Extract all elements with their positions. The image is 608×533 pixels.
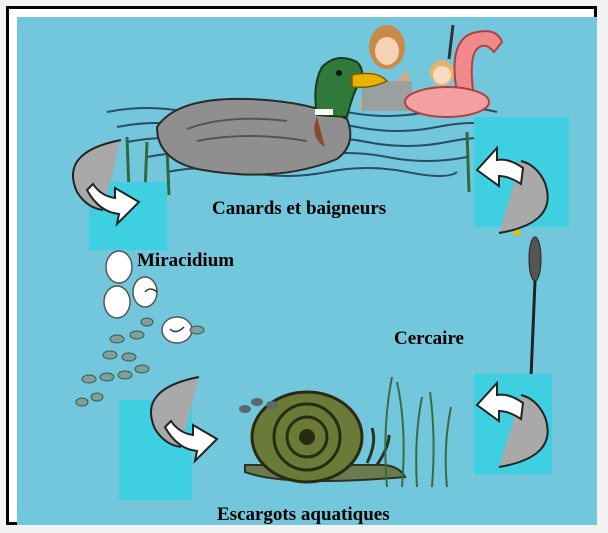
life-cycle-scene: Canards et baigneurs Miracidium Cercaire… bbox=[17, 17, 597, 525]
label-aquatic-snails: Escargots aquatiques bbox=[217, 505, 390, 524]
label-miracidium: Miracidium bbox=[137, 251, 234, 270]
duck-icon bbox=[157, 58, 387, 175]
life-cycle-illustration bbox=[17, 17, 597, 525]
label-cercaria: Cercaire bbox=[394, 329, 464, 348]
snail-icon bbox=[239, 392, 405, 482]
label-ducks-bathers: Canards et baigneurs bbox=[212, 199, 386, 218]
cercaria-icon bbox=[512, 227, 543, 391]
